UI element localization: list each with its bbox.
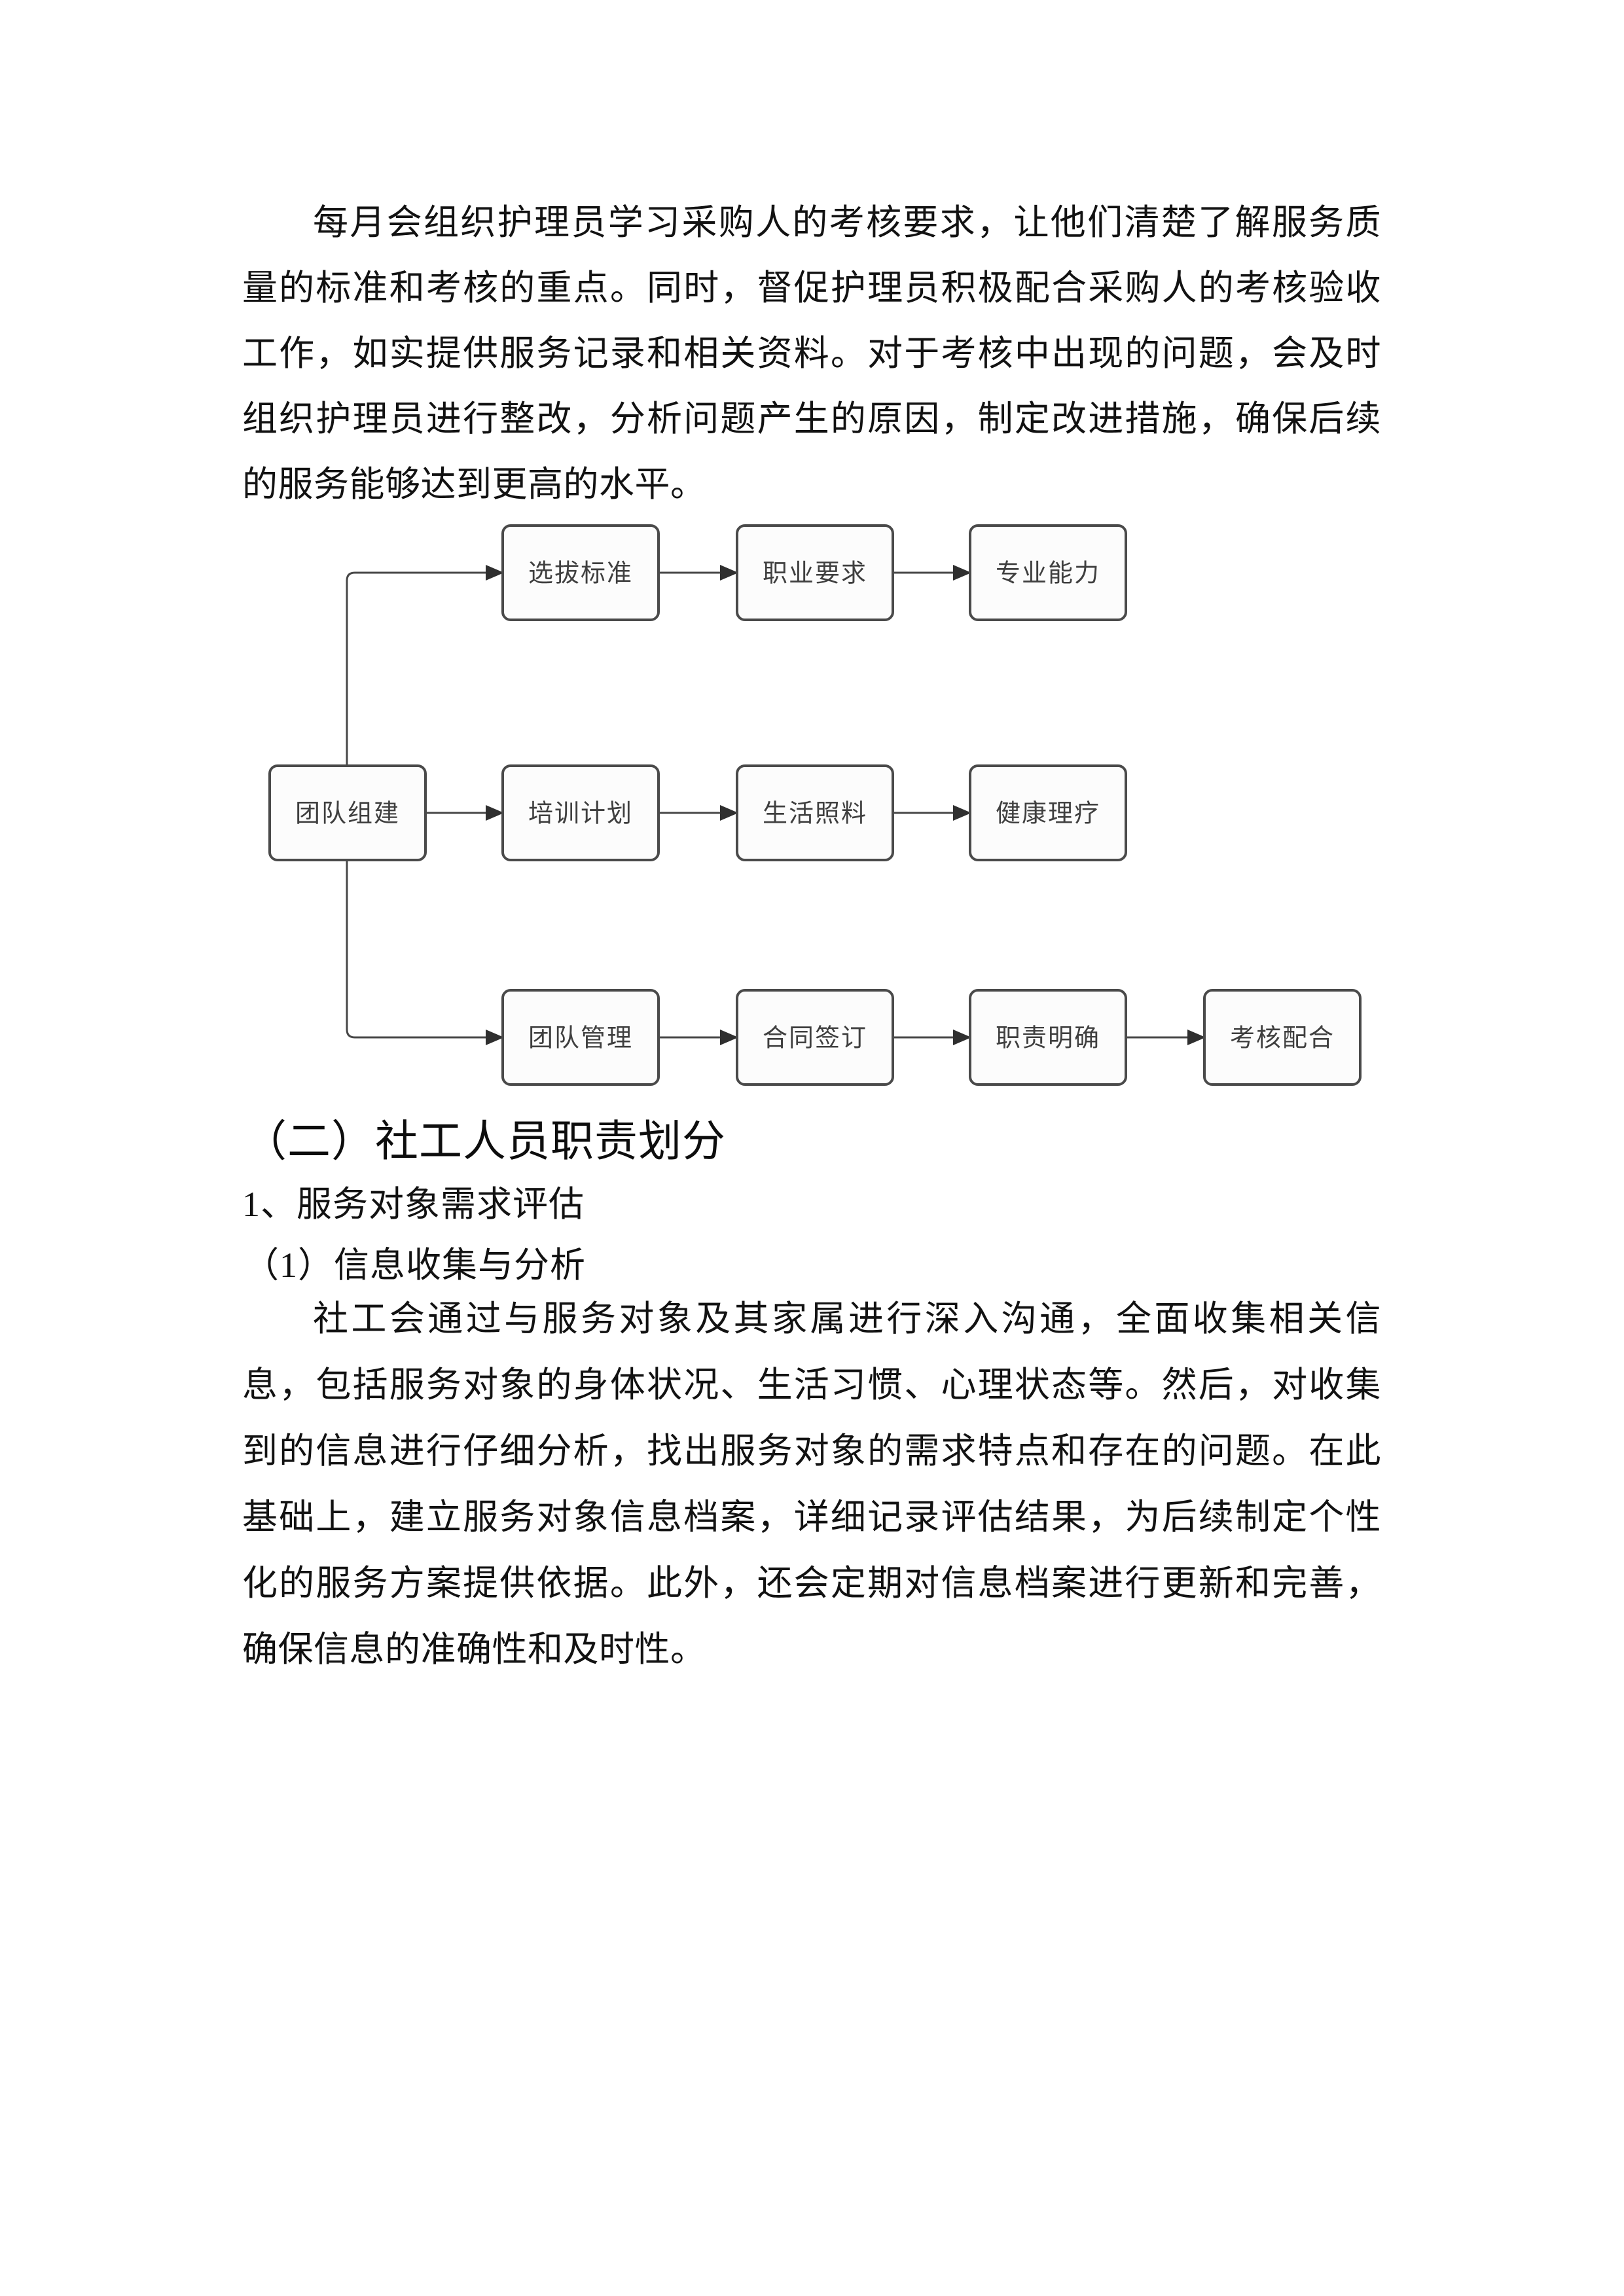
node-selection-criteria: 选拔标准: [501, 524, 660, 621]
arrowhead-icon: [720, 565, 738, 581]
node-box: [969, 524, 1127, 621]
node-box: [268, 764, 427, 861]
team-building-flowchart: 团队组建 选拔标准 职业要求 专业能力 培训计划 生活照料 健康理疗: [268, 524, 1362, 1086]
arrowhead-icon: [720, 1030, 738, 1045]
node-label: 生活照料: [763, 800, 867, 827]
node-team-management: 团队管理: [501, 989, 660, 1086]
node-assessment-cooperation: 考核配合: [1203, 989, 1362, 1086]
arrowhead-icon: [486, 1030, 504, 1045]
subheading-needs-assessment: 1、服务对象需求评估: [242, 1185, 585, 1224]
node-label: 团队管理: [528, 1024, 633, 1052]
node-label: 培训计划: [528, 800, 633, 827]
paragraph-info-collection-analysis: 社工会通过与服务对象及其家属进行深入沟通，全面收集相关信息，包括服务对象的身体状…: [242, 1299, 1381, 1669]
node-label: 职业要求: [763, 560, 867, 587]
arrowhead-icon: [953, 1030, 971, 1045]
node-box: [501, 764, 660, 861]
arrowhead-icon: [486, 565, 504, 581]
node-label: 合同签订: [763, 1024, 867, 1052]
node-contract-signing: 合同签订: [736, 989, 894, 1086]
arrowhead-icon: [953, 805, 971, 821]
node-label: 专业能力: [996, 560, 1100, 587]
node-daily-care: 生活照料: [736, 764, 894, 861]
section-heading-social-worker-duties: （二）社工人员职责划分: [244, 1118, 726, 1166]
node-professional-competence: 专业能力: [969, 524, 1127, 621]
connector-root-to-row1: [346, 571, 486, 813]
node-label: 考核配合: [1230, 1024, 1335, 1052]
node-box: [736, 764, 894, 861]
node-label: 职责明确: [996, 1024, 1100, 1052]
arrowhead-icon: [1187, 1030, 1206, 1045]
node-box: [736, 989, 894, 1086]
paragraph-assessment-training: 每月会组织护理员学习采购人的考核要求，让他们清楚了解服务质量的标准和考核的重点。…: [242, 203, 1381, 504]
node-label: 健康理疗: [996, 800, 1100, 827]
node-box: [501, 989, 660, 1086]
flowchart-connectors: [346, 565, 1206, 1045]
node-label: 选拔标准: [528, 560, 633, 587]
node-box: [969, 764, 1127, 861]
node-team-building: 团队组建: [268, 764, 427, 861]
node-box: [1203, 989, 1362, 1086]
node-training-plan: 培训计划: [501, 764, 660, 861]
node-box: [501, 524, 660, 621]
arrowhead-icon: [720, 805, 738, 821]
arrowhead-icon: [953, 565, 971, 581]
subheading-info-collection: （1）信息收集与分析: [244, 1246, 586, 1285]
node-clear-responsibilities: 职责明确: [969, 989, 1127, 1086]
connector-root-to-row3: [346, 813, 486, 1039]
node-label: 团队组建: [295, 800, 400, 827]
node-health-therapy: 健康理疗: [969, 764, 1127, 861]
arrowhead-icon: [486, 805, 504, 821]
node-occupational-requirements: 职业要求: [736, 524, 894, 621]
node-box: [736, 524, 894, 621]
node-box: [969, 989, 1127, 1086]
